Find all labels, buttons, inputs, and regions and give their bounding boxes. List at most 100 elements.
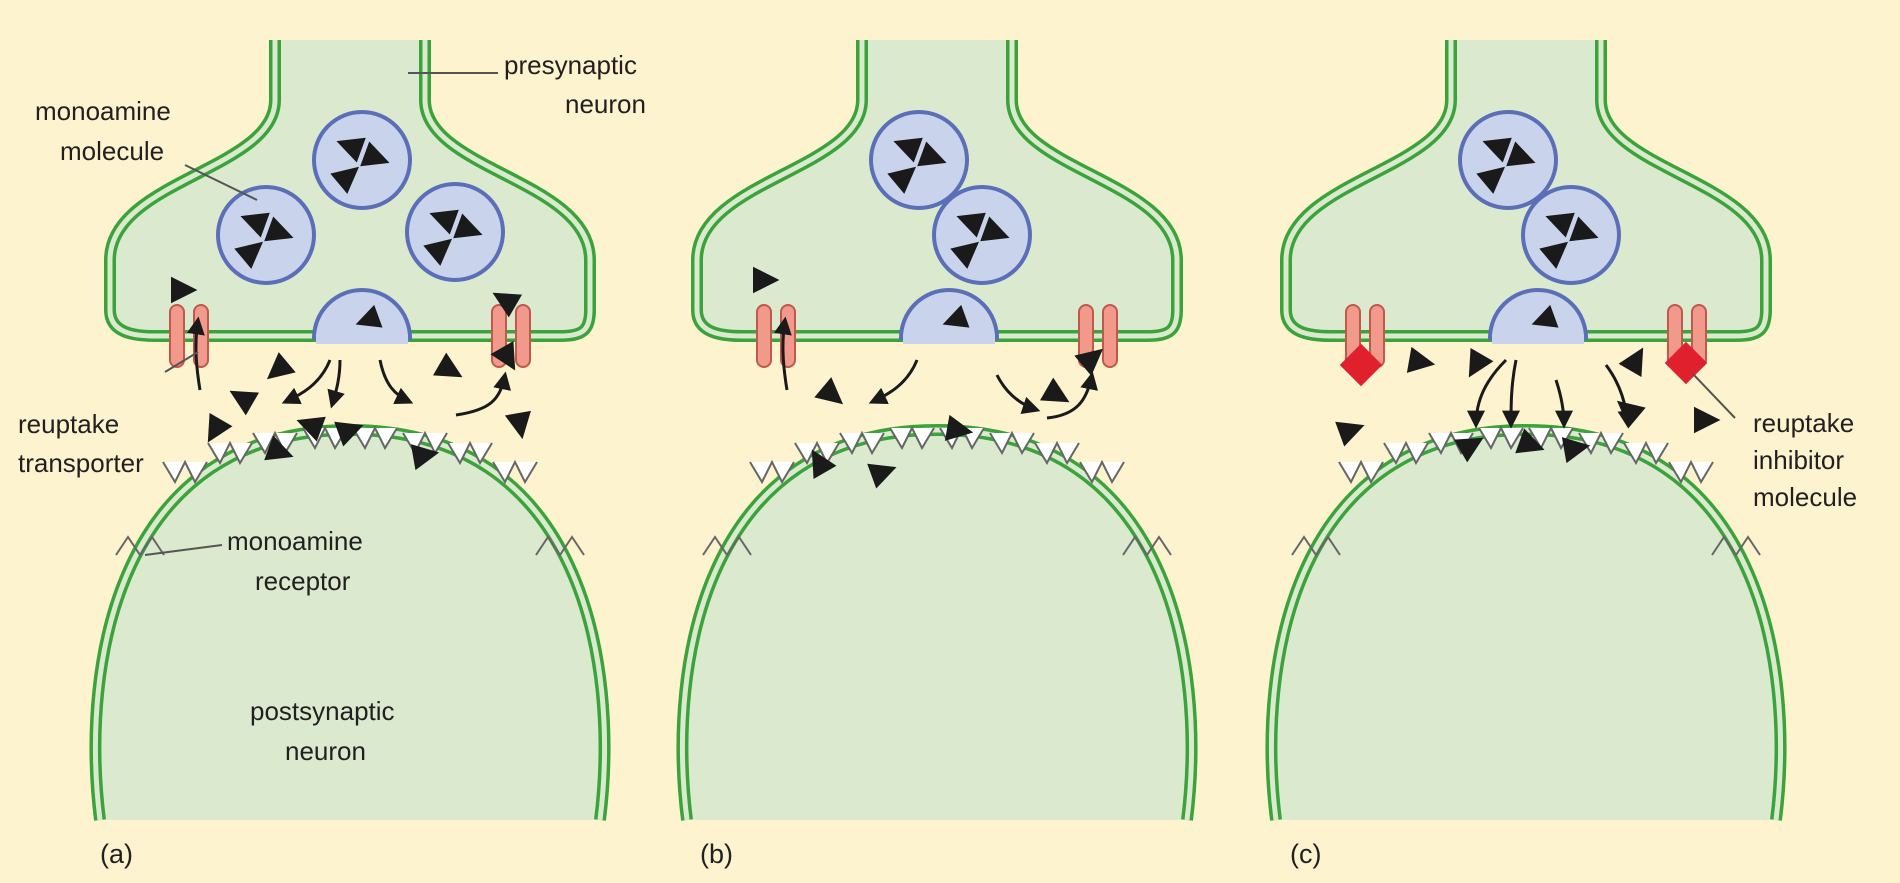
vesicle [216, 185, 316, 285]
presynaptic-membrane-inner [1283, 40, 1769, 339]
vesicle-membrane [216, 185, 316, 285]
vesicle [1458, 110, 1558, 210]
presynaptic-label-line2: neuron [565, 89, 646, 119]
presynaptic-label-line1: presynaptic [504, 50, 637, 80]
vesicle-molecule [264, 216, 294, 242]
fusing-vesicle-opening [903, 334, 995, 344]
reuptake-arrow-left [186, 316, 205, 391]
cleft-monoamine-molecule [1406, 346, 1436, 373]
cleft-monoamine-molecule [1561, 437, 1591, 464]
postsynaptic-label-line1: postsynaptic [250, 696, 395, 726]
vesicle [869, 110, 969, 210]
postsynaptic-cytoplasm [682, 430, 1192, 820]
vesicle-molecule [1545, 212, 1575, 238]
vesicle-molecule [453, 213, 483, 239]
cleft-monoamine-molecule [229, 390, 259, 416]
reuptake-transporter-label-line2: transporter [18, 448, 144, 478]
presynaptic-membrane-inner [694, 40, 1180, 339]
presynaptic-membrane-inner [107, 40, 593, 339]
cleft-monoamine-molecule [1515, 428, 1545, 454]
vesicle-molecule [950, 241, 980, 269]
vesicle-molecule [893, 137, 923, 163]
fusing-vesicle [1487, 288, 1589, 340]
vesicle-molecule [240, 212, 270, 238]
fusing-vesicle [311, 288, 413, 340]
vesicle-membrane [1521, 185, 1621, 285]
cleft-monoamine-molecule [944, 414, 974, 441]
vesicle [1521, 185, 1621, 285]
cleft-monoamine-molecule [490, 341, 516, 371]
cleft-monoamine-molecule [1468, 348, 1494, 378]
reuptake-arrow-left [773, 316, 792, 391]
reuptake-arrow-right [455, 371, 511, 417]
transporter-subunit [1102, 304, 1118, 368]
monoamine-receptor [1668, 459, 1714, 485]
fusing-vesicle-opening [316, 334, 408, 344]
vesicle-molecule [1539, 241, 1569, 269]
presynaptic-top-fill [868, 40, 1006, 60]
monoamine-receptor [702, 535, 752, 557]
cleft-monoamine-molecule [1694, 406, 1721, 434]
monoamine-receptor [352, 425, 398, 451]
cleft-monoamine-molecule [504, 410, 531, 440]
reuptake-transporter-label-line1: reuptake [18, 409, 119, 439]
synapse-panel-b [676, 40, 1198, 821]
monoamine-receptor [1338, 459, 1384, 485]
cleft-monoamine-molecule [296, 416, 326, 442]
monoamine-molecule-label-line2: molecule [60, 136, 164, 166]
cleft-monoamine-molecule [264, 435, 294, 461]
vesicle-molecule [429, 209, 459, 235]
postsynaptic-cytoplasm [1271, 430, 1781, 820]
transporter-subunit [515, 304, 531, 368]
transporter-subunit [169, 304, 185, 368]
monoamine-receptor [1711, 535, 1761, 557]
release-arrow [1554, 379, 1573, 429]
cleft-monoamine-molecule [171, 276, 198, 304]
postsynaptic-label-line2: neuron [285, 736, 366, 766]
monoamine-receptor [839, 430, 885, 456]
vesicle-molecule [942, 304, 970, 328]
vesicle-membrane [932, 185, 1032, 285]
vesicle-molecule [360, 141, 390, 167]
vesicle [405, 182, 505, 282]
monoamine-receptor [1291, 535, 1341, 557]
monoamine-receptor [535, 535, 585, 557]
cleft-monoamine-molecule [1618, 347, 1644, 377]
release-arrow [327, 359, 345, 409]
vesicle-molecule [336, 137, 366, 163]
monoamine-receptor [1478, 425, 1524, 451]
vesicle-molecule [1506, 141, 1536, 167]
vesicle-molecule [1569, 216, 1599, 242]
monoamine-receptor-label-line1: monoamine [227, 526, 363, 556]
postsynaptic-cytoplasm [95, 430, 605, 820]
annotation-labels: presynaptic neuron monoamine molecule re… [18, 50, 1857, 869]
vesicle-molecule [330, 166, 360, 194]
presynaptic-top-fill [281, 40, 419, 60]
release-arrow [1467, 358, 1508, 429]
diffusion-arrow [995, 374, 1041, 414]
cleft-monoamine-molecule [1040, 377, 1070, 403]
vesicle [312, 110, 412, 210]
vesicle-molecule [980, 216, 1010, 242]
monoamine-receptor [492, 459, 538, 485]
postsynaptic-membrane-inner [1269, 427, 1783, 821]
panel-c-label: (c) [1290, 839, 1321, 869]
vesicle-molecule [1476, 166, 1506, 194]
panels [89, 40, 1787, 821]
cleft-monoamine-molecule [1335, 421, 1365, 447]
monoamine-receptor-leader [144, 544, 223, 556]
cleft-monoamine-molecule [1454, 437, 1484, 463]
vesicle-molecule [234, 241, 264, 269]
monoamine-receptor [1079, 459, 1125, 485]
vesicle-molecule [1482, 137, 1512, 163]
cleft-monoamine-molecule [433, 352, 463, 378]
cleft-monoamine-molecule [1074, 348, 1104, 376]
monoamine-receptor [1034, 440, 1080, 466]
reuptake-inhibitor-label-line2: inhibitor [1753, 445, 1844, 475]
reuptake-inhibitor-molecule-left [1339, 343, 1383, 387]
cleft-monoamine-molecule [753, 266, 780, 294]
cleft-monoamine-molecule [814, 377, 844, 405]
monoamine-molecule-leader [184, 164, 258, 201]
cleft-monoamine-molecule [410, 444, 440, 471]
